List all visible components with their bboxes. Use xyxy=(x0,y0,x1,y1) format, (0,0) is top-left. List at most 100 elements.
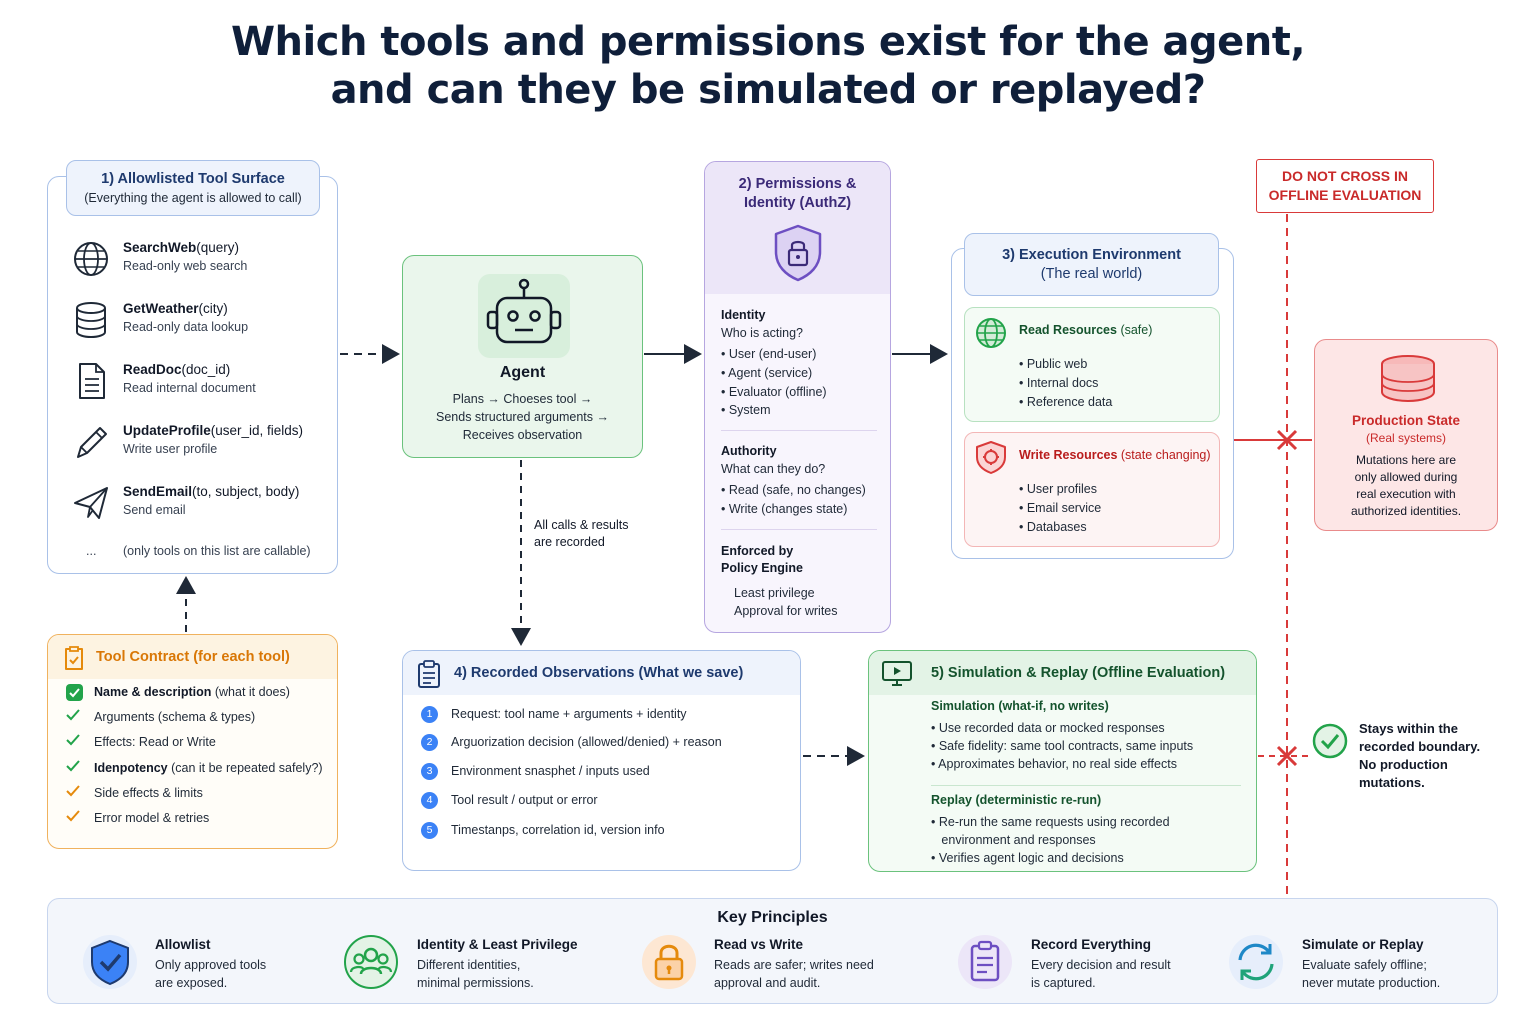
authority-question: What can they do? xyxy=(721,462,826,476)
recorded-item-number: 4 xyxy=(421,792,438,809)
identity-item: • Evaluator (offline) xyxy=(721,385,827,399)
principle-title: Allowlist xyxy=(155,937,211,952)
recorded-item-text: Timestanps, correlation id, version info xyxy=(451,822,665,837)
tool-contract-header xyxy=(48,635,337,679)
principle-desc-line: is captured. xyxy=(1031,976,1096,990)
read-resource-item: • Internal docs xyxy=(1019,376,1099,390)
contract-icon xyxy=(65,646,83,670)
key-principles-title: Key Principles xyxy=(717,909,828,926)
stays-within-note: Stays within the recorded boundary. No p… xyxy=(1359,720,1480,792)
write-title-qualifier: (state changing) xyxy=(1117,448,1211,462)
permissions-title-line: 2) Permissions & xyxy=(738,176,857,192)
tool-desc: Write user profile xyxy=(123,442,218,456)
write-resources-title: Write Resources (state changing) xyxy=(1019,448,1211,462)
tool-name: UpdateProfile xyxy=(123,423,211,438)
contract-item-bold: Name & description xyxy=(94,684,212,699)
agent-description: Plans → Choeses tool → Sends structured … xyxy=(403,390,642,444)
people-icon xyxy=(344,935,398,989)
recorded-calls-label: All calls & results are recorded xyxy=(534,517,628,551)
recorded-item-number: 2 xyxy=(421,734,438,751)
principle-desc: Different identities, minimal permission… xyxy=(417,956,534,992)
production-state-panel: Production State (Real systems) Mutation… xyxy=(1314,339,1498,531)
monitor-play-icon xyxy=(882,661,912,686)
simulation-item: • Safe fidelity: same tool contracts, sa… xyxy=(931,739,1194,753)
tools-more-note: ...(only tools on this list are callable… xyxy=(86,544,311,558)
read-resources-card: Read Resources (safe) • Public web • Int… xyxy=(964,307,1220,422)
shield-lock-icon xyxy=(774,224,822,282)
document-icon xyxy=(79,363,105,399)
page-title: Which tools and permissions exist for th… xyxy=(0,18,1536,114)
identity-item: • System xyxy=(721,403,771,417)
production-desc-line: authorized identities. xyxy=(1350,504,1462,518)
check-icon xyxy=(66,810,80,822)
production-desc-line: only allowed during xyxy=(1354,470,1458,484)
contract-item-text: Effects: Read or Write xyxy=(94,735,216,749)
principle-desc: Only approved tools are exposed. xyxy=(155,956,266,992)
recorded-item-number: 3 xyxy=(421,763,438,780)
principle-title: Identity & Least Privilege xyxy=(417,937,578,952)
contract-item-text: Error model & retries xyxy=(94,811,210,825)
shield-check-icon xyxy=(83,935,137,989)
replay-heading: Replay (deterministic re-run) xyxy=(931,793,1102,807)
identity-heading: Identity xyxy=(721,308,766,322)
identity-question: Who is acting? xyxy=(721,326,803,340)
simulation-item: • Use recorded data or mocked responses xyxy=(931,721,1165,735)
policy-item: Approval for writes xyxy=(734,604,838,618)
permissions-title: 2) Permissions & Identity (AuthZ) xyxy=(705,175,890,213)
tool-desc: Read internal document xyxy=(123,381,256,395)
recorded-item-text: Arguorization decision (allowed/denied) … xyxy=(451,734,722,749)
principle-desc-line: Different identities, xyxy=(417,958,521,972)
key-principles-panel: Key Principles Allowlist Only approved t… xyxy=(47,898,1498,1004)
tools-more-text: (only tools on this list are callable) xyxy=(123,544,311,558)
production-subtitle: (Real systems) xyxy=(1365,431,1446,445)
contract-item: Idenpotency (can it be repeated safely?) xyxy=(66,760,323,775)
check-icon xyxy=(66,760,80,772)
recorded-item: 2 Arguorization decision (allowed/denied)… xyxy=(421,734,722,751)
execution-title: 3) Execution Environment xyxy=(1002,247,1181,263)
principle-desc-line: approval and audit. xyxy=(714,976,821,990)
stays-line: recorded boundary. xyxy=(1359,739,1481,754)
write-resource-item: • Email service xyxy=(1019,501,1102,515)
cycle-arrows-icon xyxy=(1229,935,1283,989)
recorded-label-line: are recorded xyxy=(534,535,605,549)
read-resources-title: Read Resources (safe) xyxy=(1019,323,1152,337)
contract-item: Side effects & limits xyxy=(66,785,203,800)
title-line-2: and can they be simulated or replayed? xyxy=(330,67,1206,113)
write-resource-item: • User profiles xyxy=(1019,482,1098,496)
cross-x-icon-top xyxy=(1276,429,1298,451)
principle-desc-line: Reads are safer; writes need xyxy=(714,958,874,972)
write-resources-card: Write Resources (state changing) • User … xyxy=(964,432,1220,547)
simulation-title: 5) Simulation & Replay (Offline Evaluati… xyxy=(931,665,1226,681)
tool-contract-title: Tool Contract (for each tool) xyxy=(96,649,290,665)
tool-surface-panel xyxy=(47,176,338,574)
tool-name: SendEmail xyxy=(123,484,193,499)
production-desc-line: Mutations here are xyxy=(1355,453,1457,467)
recorded-title: 4) Recorded Observations (What we save) xyxy=(454,665,744,681)
agent-desc-line: Receives observation xyxy=(462,428,583,442)
principle-desc-line: Every decision and result xyxy=(1031,958,1171,972)
contract-item-text: (can it be repeated safely?) xyxy=(167,761,323,775)
production-description: Mutations here are only allowed during r… xyxy=(1315,452,1497,520)
paper-plane-icon xyxy=(74,487,108,519)
contract-item-text: Arguments (schema & types) xyxy=(94,710,256,724)
tool-desc: Read-only data lookup xyxy=(123,320,249,334)
robot-icon xyxy=(478,274,570,358)
recorded-item-number: 5 xyxy=(421,822,438,839)
recorded-item-number: 1 xyxy=(421,706,438,723)
recorded-item-text: Environment snasphet / inputs used xyxy=(451,763,650,778)
production-title: Production State xyxy=(1351,413,1460,428)
tool-desc: Read-only web search xyxy=(123,259,248,273)
tool-item: SendEmail(to, subject, body) Send email xyxy=(72,484,332,528)
simulation-heading: Simulation (what-if, no writes) xyxy=(931,699,1109,713)
policy-engine-heading: Policy Engine xyxy=(721,561,803,575)
principle-desc-line: are exposed. xyxy=(155,976,228,990)
recorded-item: 5 Timestanps, correlation id, version inf… xyxy=(421,822,665,839)
authority-item: • Write (changes state) xyxy=(721,502,848,516)
write-resource-item: • Databases xyxy=(1019,520,1087,534)
production-desc-line: real execution with xyxy=(1356,487,1456,501)
read-resource-item: • Reference data xyxy=(1019,395,1113,409)
title-line-1: Which tools and permissions exist for th… xyxy=(230,19,1306,65)
principle-title: Record Everything xyxy=(1031,937,1152,952)
check-icon xyxy=(66,785,80,797)
